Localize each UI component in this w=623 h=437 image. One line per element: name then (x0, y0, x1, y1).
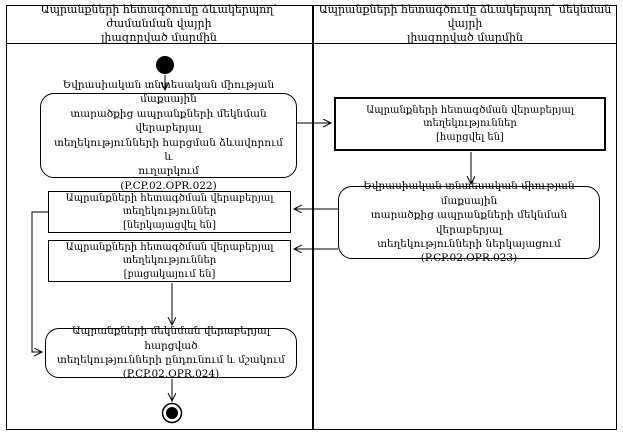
object-state-node-info-submitted: Ապրանքների հետագծման վերաբերյալ տեղեկութ… (48, 191, 291, 233)
activity-node-opr022: Եվրասիական տնտեսական միության մաքսային տ… (40, 79, 297, 192)
object-state-node-info-absent: Ապրանքների հետագծման վերաբերյալ տեղեկութ… (48, 240, 291, 282)
header-underline (6, 43, 616, 44)
object-state-node-info-requested: Ապրանքների հետագծման վերաբերյալ տեղեկութ… (334, 97, 606, 151)
swimlane-divider (312, 5, 314, 429)
swimlane-header-arrival-authority: Ապրանքների հետագծումը ձևակերպող՝ ժամանմա… (40, 2, 278, 45)
activity-node-opr023: Եվրասիական տնտեսական միության մաքսային տ… (338, 180, 600, 264)
diagram-border (6, 5, 617, 430)
swimlane-header-departure-authority: Ապրանքների հետագծումը ձևակերպող՝ մեկնման… (318, 2, 612, 45)
activity-node-opr024: Ապրանքների մեկնման վերաբերյալ հարցված տե… (45, 325, 297, 380)
